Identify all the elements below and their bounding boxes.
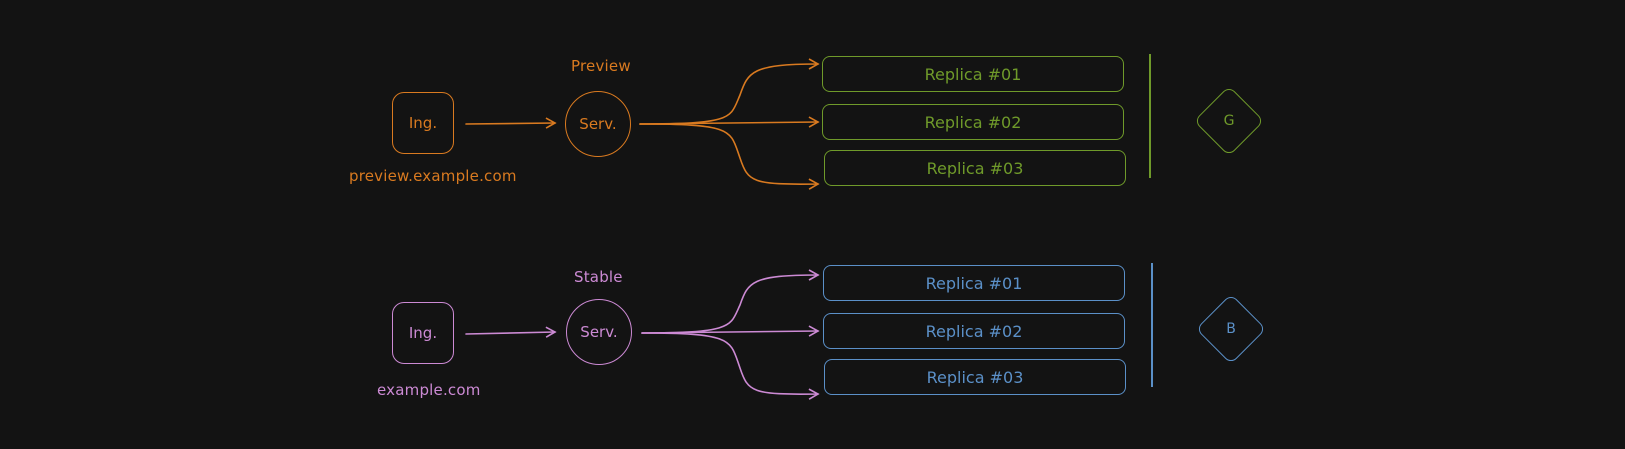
preview-group-divider — [1149, 54, 1151, 178]
preview-group-label: G — [1223, 113, 1235, 129]
preview-host-label: preview.example.com — [349, 167, 517, 185]
preview-replica-02-label: Replica #02 — [924, 112, 1022, 132]
stable-service-label: Serv. — [580, 323, 618, 341]
stable-replica-01[interactable]: Replica #01 — [823, 265, 1125, 301]
preview-connectors — [465, 58, 820, 190]
preview-replica-02[interactable]: Replica #02 — [822, 104, 1124, 140]
stable-service-to-replica-03-arrow — [641, 332, 820, 400]
stable-replica-03[interactable]: Replica #03 — [824, 359, 1126, 395]
preview-ingress-to-service-arrow — [465, 117, 557, 129]
stable-replica-01-label: Replica #01 — [925, 273, 1023, 293]
stable-ingress-label: Ing. — [408, 324, 438, 342]
stable-group-label: B — [1226, 321, 1236, 337]
preview-ingress-node[interactable]: Ing. — [392, 92, 454, 154]
stable-replica-02-label: Replica #02 — [925, 321, 1023, 341]
stable-host-label: example.com — [377, 381, 481, 399]
preview-replica-01[interactable]: Replica #01 — [822, 56, 1124, 92]
preview-replica-01-label: Replica #01 — [924, 64, 1022, 84]
stable-replica-02[interactable]: Replica #02 — [823, 313, 1125, 349]
stable-ingress-node[interactable]: Ing. — [392, 302, 454, 364]
stable-ingress-to-service-arrow — [465, 326, 557, 338]
preview-ingress-label: Ing. — [408, 114, 438, 132]
preview-replica-03-label: Replica #03 — [926, 158, 1024, 178]
preview-service-label: Serv. — [579, 115, 617, 133]
preview-service-to-replica-01-arrow — [639, 58, 820, 125]
preview-service-node[interactable]: Serv. — [565, 91, 631, 157]
stable-group-divider — [1151, 263, 1153, 387]
stable-replica-03-label: Replica #03 — [926, 367, 1024, 387]
stable-service-node[interactable]: Serv. — [566, 299, 632, 365]
preview-service-to-replica-03-arrow — [639, 123, 820, 190]
stable-title: Stable — [574, 268, 623, 286]
stable-connectors — [465, 269, 820, 400]
preview-replica-03[interactable]: Replica #03 — [824, 150, 1126, 186]
preview-title: Preview — [571, 57, 631, 75]
stable-service-to-replica-01-arrow — [641, 269, 820, 334]
